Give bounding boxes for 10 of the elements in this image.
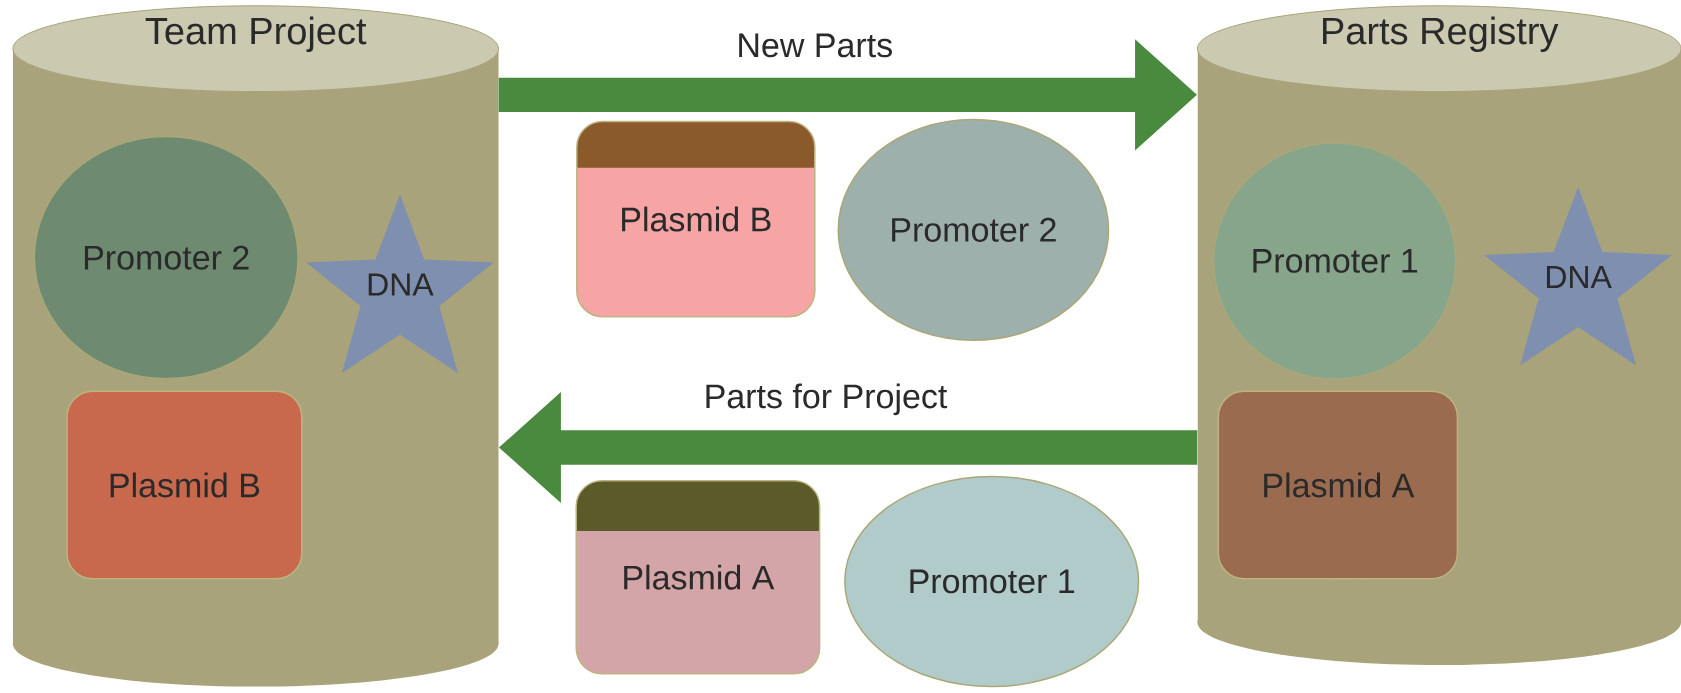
node-label: Parts Registry [1323, 16, 1559, 53]
rounded-box: Plasmid B [66, 390, 303, 580]
star: DNA [1484, 187, 1672, 366]
rounded-box: Plasmid B [576, 120, 816, 318]
node-label: Team Project [145, 16, 367, 53]
star: DNA [306, 194, 494, 373]
rounded-box: Plasmid A [575, 479, 821, 675]
edge-label: New Parts [734, 31, 896, 60]
rounded-box: Plasmid A [1217, 390, 1459, 580]
edge-label: Parts for Project [701, 381, 950, 418]
